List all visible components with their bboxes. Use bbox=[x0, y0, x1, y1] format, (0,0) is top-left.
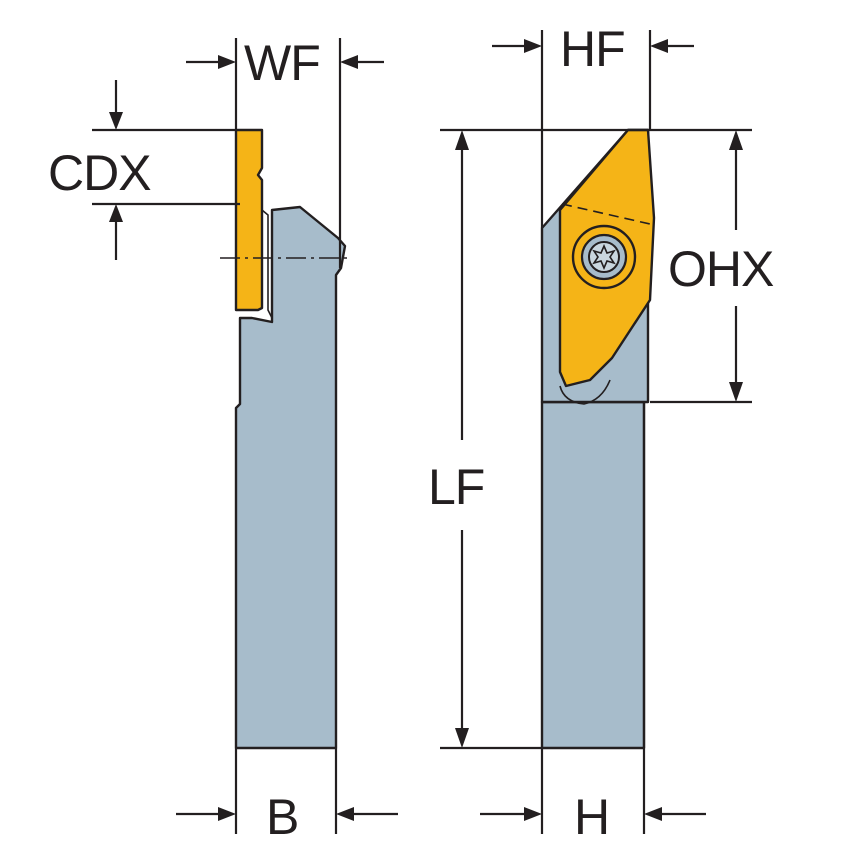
label-lf: LF bbox=[428, 459, 484, 515]
side-view-insert bbox=[234, 128, 264, 312]
front-view-shank bbox=[540, 400, 646, 750]
side-view bbox=[220, 128, 350, 750]
side-view-clamp-detail bbox=[261, 209, 273, 319]
front-view-seat-curve bbox=[559, 379, 611, 405]
label-cdx: CDX bbox=[48, 145, 151, 201]
insert-screw-head bbox=[588, 241, 620, 273]
label-h: H bbox=[574, 789, 609, 845]
side-view-shank bbox=[234, 205, 347, 750]
label-ohx: OHX bbox=[668, 241, 774, 297]
dimension-lines bbox=[92, 30, 752, 834]
label-hf: HF bbox=[560, 21, 625, 77]
label-wf: WF bbox=[244, 35, 320, 91]
insert-screw-torx bbox=[592, 243, 616, 271]
label-b: B bbox=[266, 789, 298, 845]
front-view bbox=[540, 128, 656, 750]
